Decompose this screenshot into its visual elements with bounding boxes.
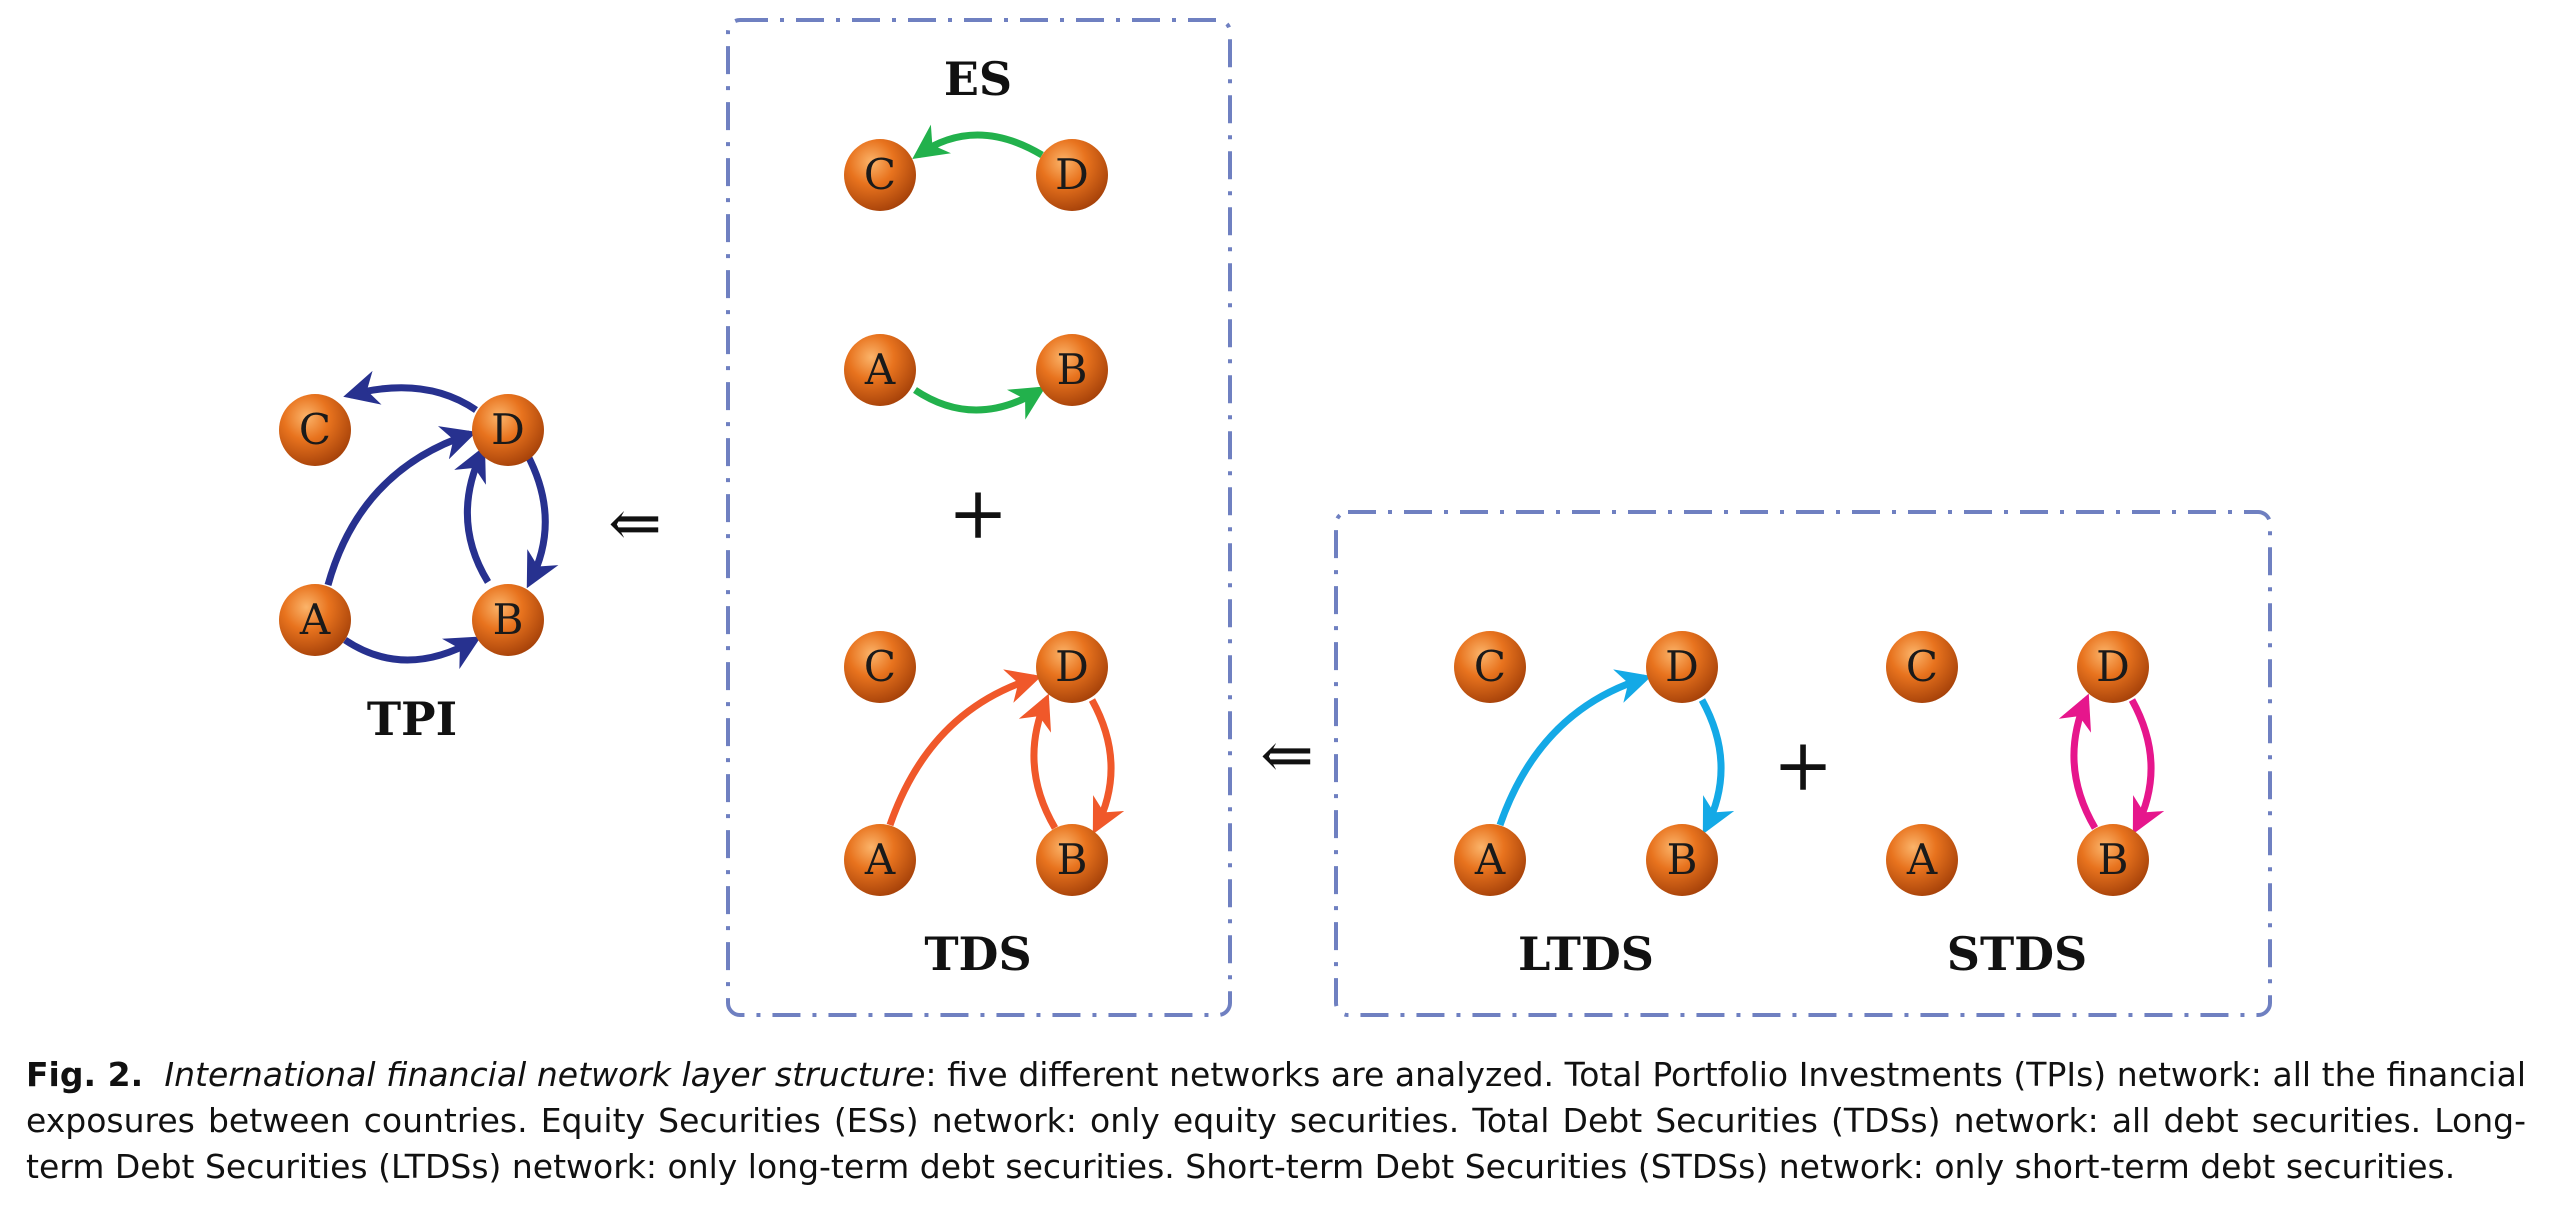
tpi-title: TPI [367,692,457,746]
tds-node-c: C [844,631,916,703]
es-node-a: A [844,334,916,406]
tpi-edge-a-b [343,636,482,670]
ltds-node-c: C [1454,631,1526,703]
ltds-edge-d-b [1698,698,1735,835]
figure-caption: Fig. 2. International financial network … [26,1052,2526,1190]
es-tds-box [726,18,1232,1017]
node-label-b: B [1057,345,1088,394]
caption-title: International financial network layer st… [164,1055,926,1094]
node-label-b: B [1057,835,1088,884]
stds-node-a: A [1886,824,1958,896]
ltds-node-a: A [1454,824,1526,896]
node-label-b: B [1667,835,1698,884]
tds-title: TDS [924,927,1031,981]
tpi-node-b: B [472,584,544,656]
node-label-a: A [1474,835,1506,884]
stds-node-c: C [1886,631,1958,703]
ltds-title: LTDS [1518,927,1654,981]
node-label-a: A [864,345,896,394]
stds-edge-b-d [2058,693,2099,830]
tds-edge-b-d [1018,693,1059,830]
node-label-c: C [1906,642,1938,691]
node-label-d: D [491,405,525,454]
ltds-stds-box [1334,510,2272,1017]
stds-title: STDS [1947,927,2088,981]
es-node-c: C [844,139,916,211]
tpi-node-d: D [472,394,544,466]
tpi-edge-d-b [523,452,559,589]
stds-node-b: B [2077,824,2149,896]
node-label-d: D [1665,642,1699,691]
stds-network: C D A B STDS [1886,631,2165,981]
network-layer-diagram: C D A B TPI ⇐ ES C D A [279,18,2272,1017]
ltds-node-b: B [1646,824,1718,896]
es-node-b: B [1036,334,1108,406]
implies-arrow-1: ⇐ [608,487,662,561]
tds-node-b: B [1036,824,1108,896]
es-edge-a-b [913,386,1046,420]
node-label-b: B [2098,835,2129,884]
tds-node-d: D [1036,631,1108,703]
node-label-d: D [2096,642,2130,691]
node-label-a: A [299,595,331,644]
stds-edge-d-b [2128,698,2165,835]
implies-arrow-2: ⇐ [1260,719,1314,793]
node-label-c: C [864,150,896,199]
tpi-edge-b-d [454,445,491,584]
node-label-b: B [493,595,524,644]
es-edge-d-c [912,124,1044,160]
stds-node-d: D [2077,631,2149,703]
ltds-network: C D A B LTDS [1454,631,1735,981]
ltds-node-d: D [1646,631,1718,703]
tds-edge-d-b [1088,698,1125,835]
es-title: ES [944,52,1012,106]
plus-sign-1: + [948,471,1008,555]
tds-network: C D A B TDS [844,631,1125,981]
node-label-d: D [1055,642,1089,691]
node-label-c: C [1474,642,1506,691]
es-node-d: D [1036,139,1108,211]
tpi-network: C D A B TPI [279,370,559,746]
node-label-d: D [1055,150,1089,199]
node-label-c: C [299,405,331,454]
es-network: ES C D A B [844,52,1108,420]
node-label-c: C [864,642,896,691]
node-label-a: A [864,835,896,884]
plus-sign-2: + [1773,723,1833,807]
ltds-edge-a-d [1496,669,1652,827]
node-label-a: A [1906,835,1938,884]
tpi-edge-a-d [324,426,477,586]
tds-edge-a-d [886,669,1042,827]
tpi-node-a: A [279,584,351,656]
caption-text: : five different networks are analyzed. … [26,1055,2526,1186]
tpi-edge-d-c [343,370,478,413]
tpi-node-c: C [279,394,351,466]
figure-label: Fig. 2. [26,1055,144,1094]
tds-node-a: A [844,824,916,896]
